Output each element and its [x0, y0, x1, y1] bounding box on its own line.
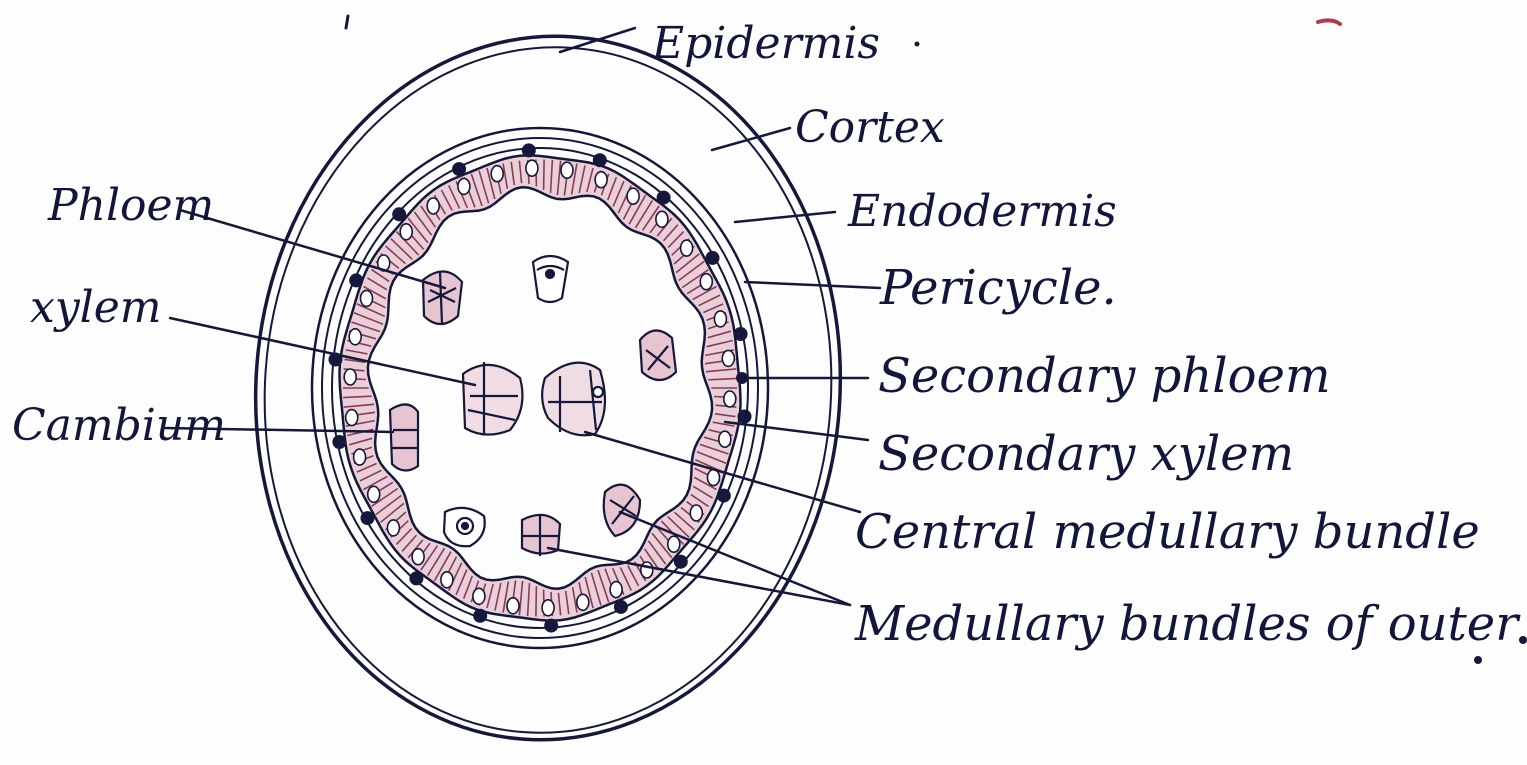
- label-cortex: Cortex: [795, 102, 945, 153]
- pericycle-dot: [674, 555, 688, 569]
- label-cambium: Cambium: [12, 400, 226, 451]
- phloem-cell: [577, 594, 589, 610]
- medullary-bundle: [604, 485, 640, 536]
- phloem-cell: [708, 470, 720, 486]
- label-pericycle: Pericycle.: [879, 260, 1117, 316]
- phloem-cell: [441, 572, 453, 588]
- pericycle-dot: [706, 251, 720, 265]
- pericycle-dot: [473, 609, 487, 623]
- label-xylem: xylem: [30, 282, 162, 333]
- phloem-cell: [507, 598, 519, 614]
- label-medullary-bundles-outer-ring: Medullary bundles of outer ring .: [854, 596, 1527, 652]
- pericycle-dot: [522, 143, 536, 157]
- pericycle-dot: [452, 162, 466, 176]
- label-phloem: Phloem: [47, 180, 214, 231]
- phloem-cell: [700, 274, 712, 290]
- phloem-cell: [387, 520, 399, 536]
- phloem-cell: [690, 505, 702, 521]
- central-medullary-bundle: [542, 363, 605, 436]
- pericycle-dot: [734, 327, 748, 341]
- pericycle-dot: [349, 273, 363, 287]
- phloem-cell: [361, 290, 373, 306]
- xylem-hatch-line: [536, 586, 537, 616]
- phloem-cell: [473, 588, 485, 604]
- medullary-bundle: [444, 508, 485, 546]
- phloem-cell: [344, 369, 356, 385]
- phloem-cell: [641, 562, 653, 578]
- phloem-cell: [668, 536, 680, 552]
- leader-epidermis: [560, 28, 635, 52]
- pericycle-dot: [392, 207, 406, 221]
- phloem-cell: [542, 600, 554, 616]
- medullary-bundle: [423, 271, 462, 324]
- leader-cortex: [712, 128, 790, 150]
- phloem-cell: [681, 240, 693, 256]
- phloem-cell: [595, 172, 607, 188]
- vascular-ring: [329, 143, 752, 632]
- phloem-cell: [656, 211, 668, 227]
- phloem-cell: [526, 160, 538, 176]
- label-central-medullary-bundle: Central medullary bundle: [855, 504, 1480, 560]
- leader-pericycle: [745, 282, 880, 288]
- pericycle-dot: [332, 435, 346, 449]
- medullary-bundle: [390, 404, 418, 470]
- phloem-cell: [400, 224, 412, 240]
- phloem-cell: [724, 391, 736, 407]
- medullary-bundles: [390, 256, 676, 556]
- pericycle-dot: [409, 571, 423, 585]
- leader-endodermis: [735, 212, 835, 222]
- phloem-cell: [412, 549, 424, 565]
- phloem-cell: [346, 410, 358, 426]
- leader-secondary-xylem: [725, 422, 868, 440]
- central-medullary-bundle: [463, 362, 522, 435]
- pericycle-dot: [361, 511, 375, 525]
- pericycle-dot: [738, 410, 752, 424]
- label-endodermis: Endodermis: [847, 186, 1117, 237]
- pericycle-dot: [717, 489, 731, 503]
- phloem-cell: [458, 178, 470, 194]
- phloem-cell: [561, 162, 573, 178]
- phloem-cell: [714, 311, 726, 327]
- pericycle-dot: [614, 600, 628, 614]
- medullary-bundle: [533, 256, 568, 302]
- pericycle-dot: [544, 619, 558, 633]
- phloem-cell: [722, 350, 734, 366]
- pericycle-fibre-dots: [329, 143, 752, 632]
- phloem-cell: [368, 486, 380, 502]
- phloem-cell: [354, 449, 366, 465]
- phloem-cell: [491, 166, 503, 182]
- label-secondary-phloem: Secondary phloem: [878, 348, 1330, 404]
- labels: Epidermis Cortex Endodermis Pericycle. S…: [12, 18, 1527, 652]
- medullary-bundle: [640, 330, 676, 380]
- phloem-cell: [427, 198, 439, 214]
- phloem-cell: [610, 582, 622, 598]
- phloem-cell: [627, 188, 639, 204]
- label-epidermis: Epidermis: [651, 18, 880, 69]
- pericycle-dot: [593, 153, 607, 167]
- phloem-cell: [349, 329, 361, 345]
- pericycle-dot: [657, 191, 671, 205]
- label-secondary-xylem: Secondary xylem: [878, 426, 1294, 482]
- phloem-cell: [719, 431, 731, 447]
- endodermis-ring: [312, 128, 768, 648]
- xylem-hatch-line: [544, 160, 545, 190]
